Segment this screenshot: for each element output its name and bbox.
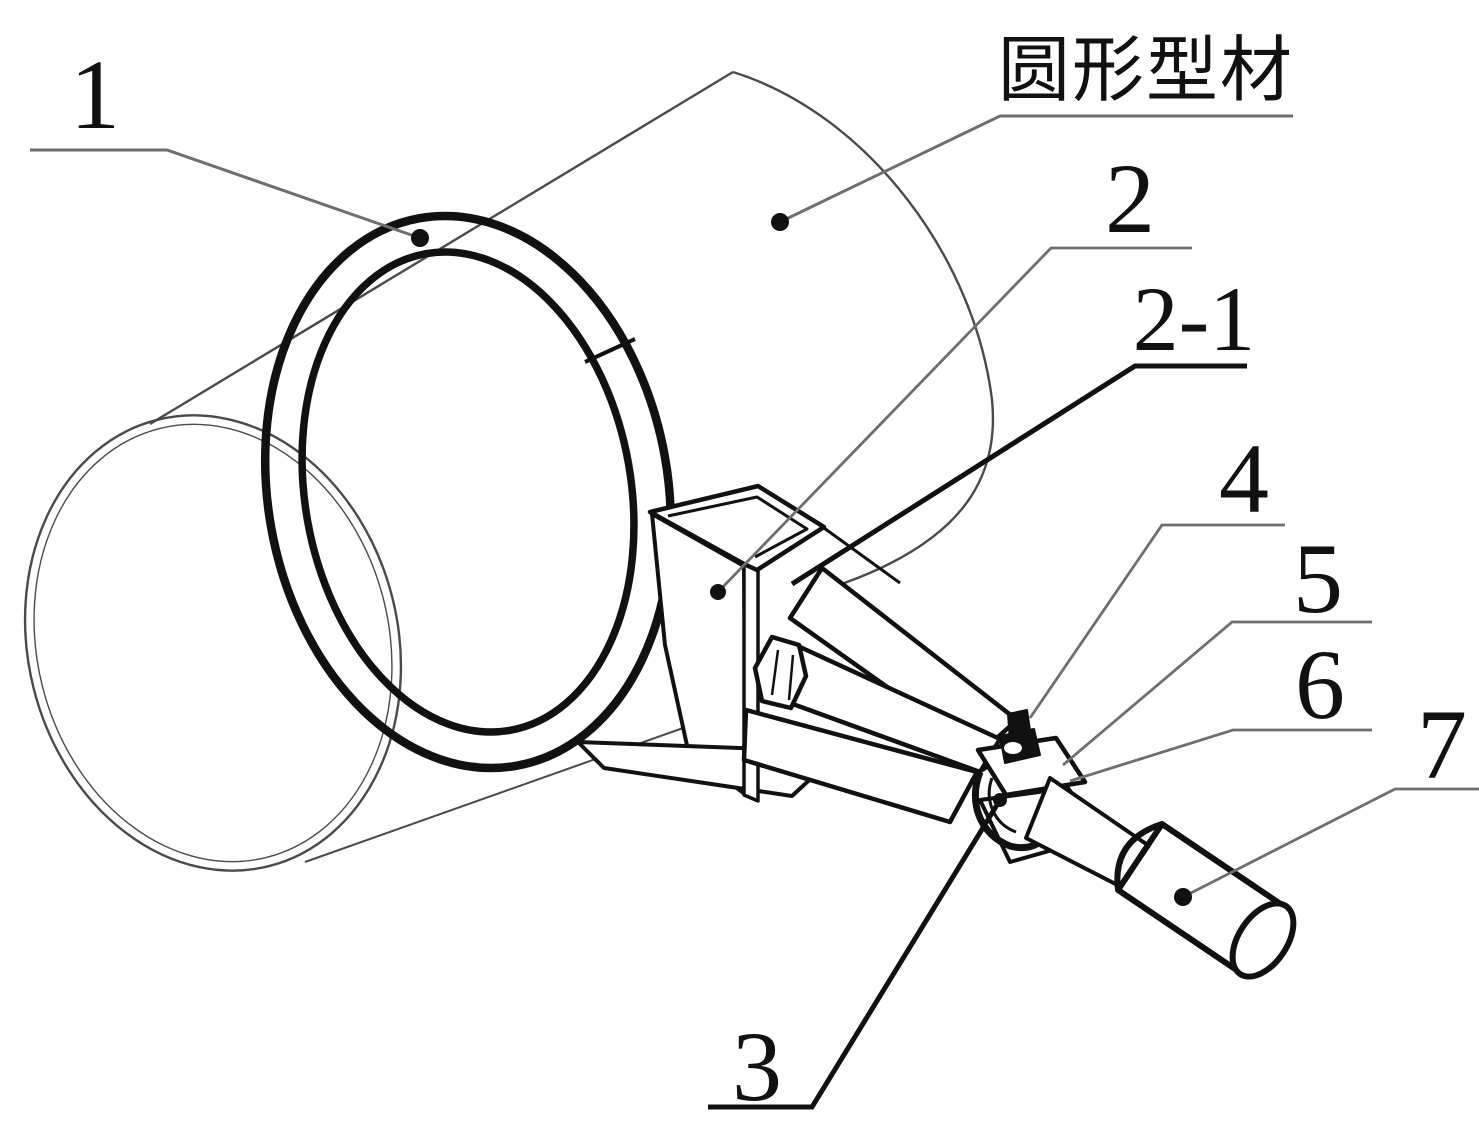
leader-part5 (1062, 620, 1372, 767)
leader-part2-dot (710, 584, 726, 600)
band-outer-edge (260, 211, 676, 773)
cylinder-back-face-arc (732, 70, 995, 590)
leader-annotation-dot (771, 213, 789, 231)
label-annotation: 圆形型材 (998, 28, 1294, 112)
leader-lines (30, 114, 1479, 1110)
clamp-bolt-nut-chamfer (1004, 742, 1022, 754)
label-part3: 3 (732, 1011, 782, 1122)
lower-arm-bar (741, 707, 980, 825)
leader-part1-dot (411, 229, 429, 247)
leader-part7-dot (1174, 888, 1192, 906)
label-part4: 4 (1219, 423, 1269, 534)
label-part6: 6 (1295, 629, 1345, 740)
leader-part7 (1182, 787, 1479, 899)
cylinder-left-face-inner (33, 423, 393, 863)
leader-annotation (779, 114, 1293, 224)
label-part1: 1 (70, 39, 120, 150)
label-part2: 2 (1105, 143, 1155, 254)
mechanism (576, 483, 1297, 980)
leader-part1 (30, 148, 421, 240)
hex-bolt-facet-left (770, 649, 780, 696)
leader-part3 (708, 798, 1003, 1110)
hex-bolt-head (752, 634, 809, 711)
leader-part4 (1028, 523, 1285, 719)
label-part5: 5 (1293, 523, 1343, 634)
label-part2-1: 2-1 (1133, 268, 1256, 370)
handle-grip-end-face (1229, 900, 1297, 980)
band-inner-edge (298, 248, 638, 736)
leader-part2-1 (790, 363, 1247, 587)
leader-part6 (1069, 728, 1372, 783)
leader-part3-dot (993, 793, 1007, 807)
band-seam-mark (584, 337, 636, 364)
part-labels: 圆形型材 1 2 2-1 3 4 5 6 7 (70, 28, 1467, 1122)
bracket-channel-inner (667, 495, 809, 559)
bracket-channel-corner-edge (823, 526, 901, 585)
cylinder-top-edge (149, 70, 734, 426)
handle-grip-left-cap (1114, 821, 1163, 891)
label-part7: 7 (1417, 689, 1467, 800)
leader-part2 (716, 246, 1192, 593)
hex-bolt-facet-right (787, 654, 795, 701)
bracket-channel-outer (647, 483, 827, 573)
clamp-band (260, 211, 676, 773)
cylinder-left-face-outer (23, 414, 403, 872)
